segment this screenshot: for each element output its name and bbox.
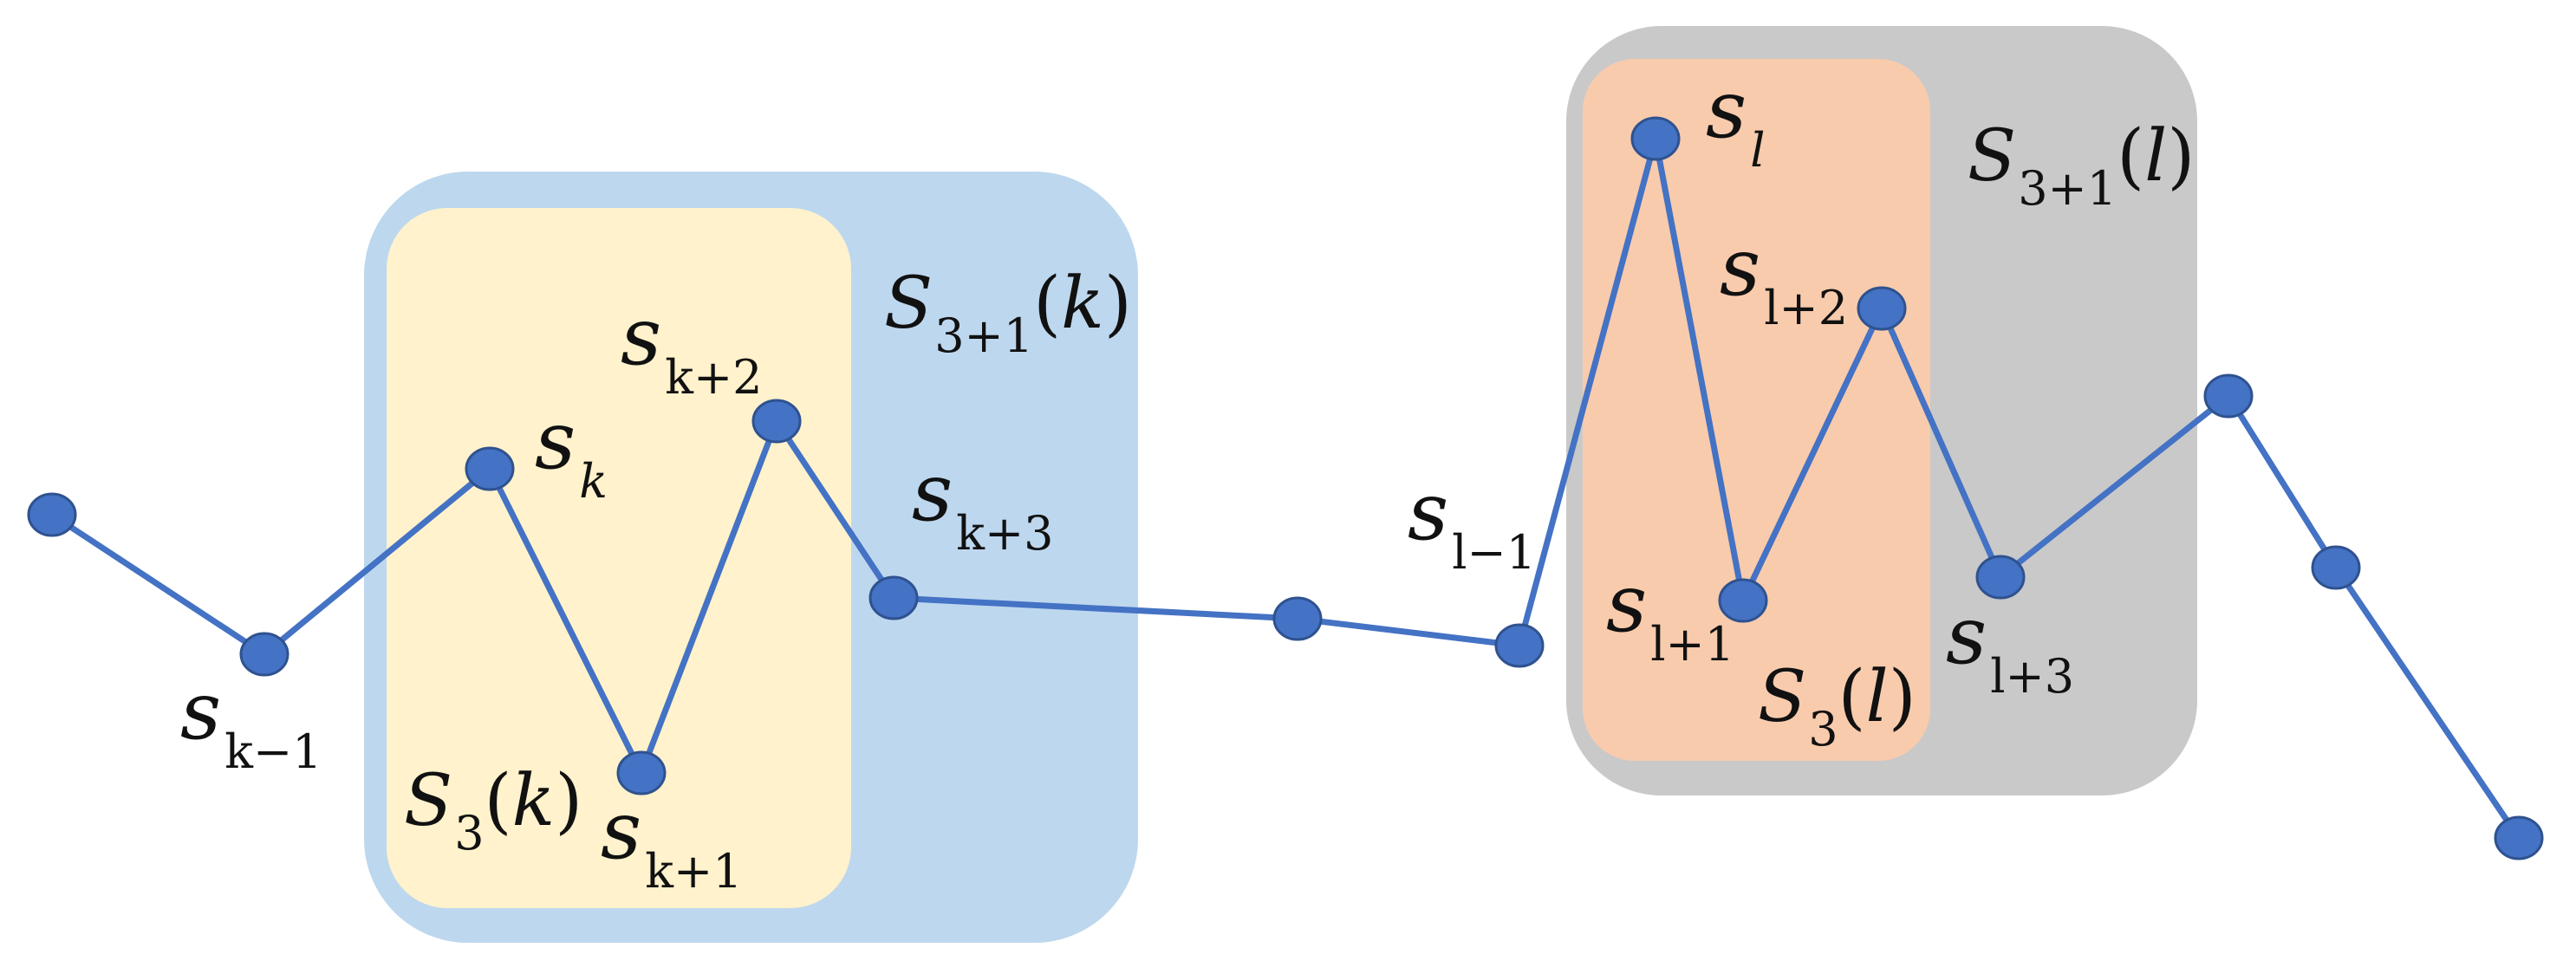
node-s-k-plus-1	[616, 750, 667, 795]
node	[1272, 596, 1323, 641]
node-s-l-minus-1	[1494, 623, 1545, 668]
label-s-k: sk	[535, 394, 608, 509]
node	[2203, 373, 2254, 419]
node-labels: sk−1 sk sk+1 sk+2 sk+3 sl−1 sl sl+1 sl+2…	[180, 63, 2074, 899]
node-s-l-plus-3	[1975, 555, 2026, 600]
region-s3-k	[387, 208, 851, 908]
node	[2494, 815, 2544, 860]
node-s-k	[465, 446, 515, 491]
label-region-s3plus1-k: S3+1(k)	[884, 263, 1132, 363]
label-region-s3-l: S3(l)	[1758, 656, 1916, 756]
label-s-l-plus-2: sl+2	[1720, 221, 1848, 335]
label-s-k-minus-1: sk−1	[180, 665, 322, 779]
region-labels: S3+1(k) S3(k) S3+1(l) S3(l)	[404, 115, 2195, 860]
label-s-l-plus-3: sl+3	[1946, 589, 2074, 704]
region-s3-l	[1583, 59, 1930, 761]
node	[2311, 545, 2361, 590]
node-s-l-plus-1	[1718, 578, 1768, 623]
node-s-l-plus-2	[1857, 286, 1907, 331]
label-region-s3plus1-l: S3+1(l)	[1968, 115, 2195, 216]
node-s-l	[1630, 116, 1681, 161]
node-s-k-plus-2	[751, 399, 802, 444]
node-s-k-plus-3	[868, 575, 919, 620]
label-s-l: sl	[1706, 63, 1766, 178]
label-s-k-plus-2: sk+2	[621, 290, 763, 405]
node	[27, 492, 77, 537]
label-s-l-minus-1: sl−1	[1408, 465, 1536, 580]
node-s-k-minus-1	[239, 632, 289, 677]
sequence-nodes	[27, 116, 2544, 860]
label-s-k-plus-3: sk+3	[912, 446, 1054, 561]
label-s-l-plus-1: sl+1	[1606, 557, 1734, 672]
label-s-k-plus-1: sk+1	[601, 784, 743, 899]
label-region-s3-k: S3(k)	[404, 760, 582, 860]
